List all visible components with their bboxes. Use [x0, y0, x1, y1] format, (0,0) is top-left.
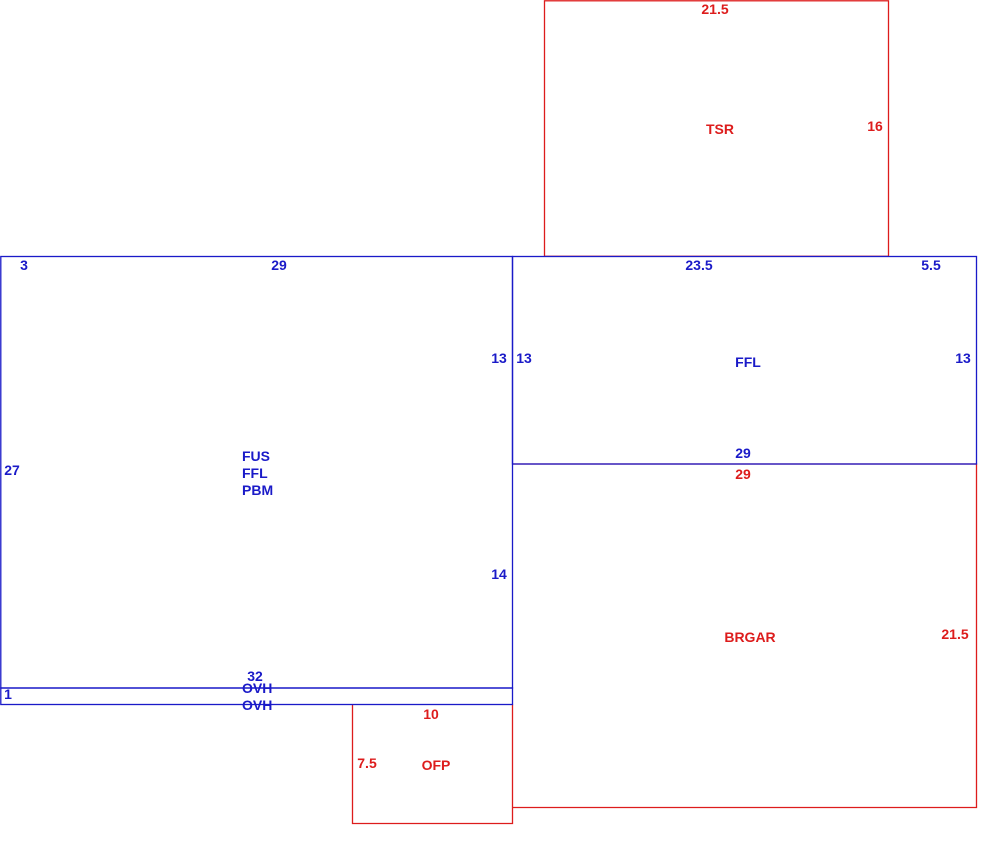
ovh-dim-depth: 1	[4, 686, 12, 702]
main-label-ffl: FFL	[242, 465, 268, 481]
main-label-fus: FUS	[242, 448, 270, 464]
main-dim-left: 27	[4, 462, 20, 478]
main-area: 3 29 27 13 14 FUS FFL PBM	[0, 255, 514, 689]
tsr-dim-right: 16	[867, 118, 883, 134]
brgar-area: 29 BRGAR 21.5	[512, 463, 978, 809]
ofp-dim-top: 10	[423, 706, 439, 722]
main-label-pbm: PBM	[242, 482, 273, 498]
ovh-dim-length: 32	[247, 668, 263, 684]
main-dim-top-left: 3	[20, 257, 28, 273]
ffl-right-dim-bottom: 29	[735, 445, 751, 461]
main-dim-top: 29	[271, 257, 287, 273]
ofp-area: 10 7.5 OFP	[351, 704, 514, 825]
ffl-right-dim-left: 13	[516, 350, 532, 366]
tsr-area: 21.5 TSR 16	[543, 0, 890, 257]
ffl-right-dim-right: 13	[955, 350, 971, 366]
main-dim-right-upper: 13	[491, 350, 507, 366]
ffl-right-dim-top-right: 5.5	[921, 257, 941, 273]
ffl-right-outline	[511, 255, 978, 465]
ofp-outline	[351, 704, 514, 825]
ffl-right-dim-top-left: 23.5	[685, 257, 712, 273]
brgar-label: BRGAR	[724, 629, 775, 645]
ovh-label-upper: OVH	[242, 680, 272, 696]
brgar-dim-top: 29	[735, 466, 751, 482]
ffl-right-label: FFL	[735, 354, 761, 370]
ovh-label-lower: OVH	[242, 697, 272, 713]
main-dim-right-lower: 14	[491, 566, 507, 582]
ofp-label: OFP	[422, 757, 451, 773]
ffl-right-area: 23.5 5.5 13 13 FFL 29	[511, 255, 978, 465]
ovh-outline	[0, 687, 514, 706]
ofp-dim-left: 7.5	[357, 755, 377, 771]
tsr-dim-top: 21.5	[701, 1, 728, 17]
brgar-dim-right: 21.5	[941, 626, 968, 642]
ovh-area: 32 1 OVH OVH	[0, 668, 514, 713]
tsr-label: TSR	[706, 121, 734, 137]
